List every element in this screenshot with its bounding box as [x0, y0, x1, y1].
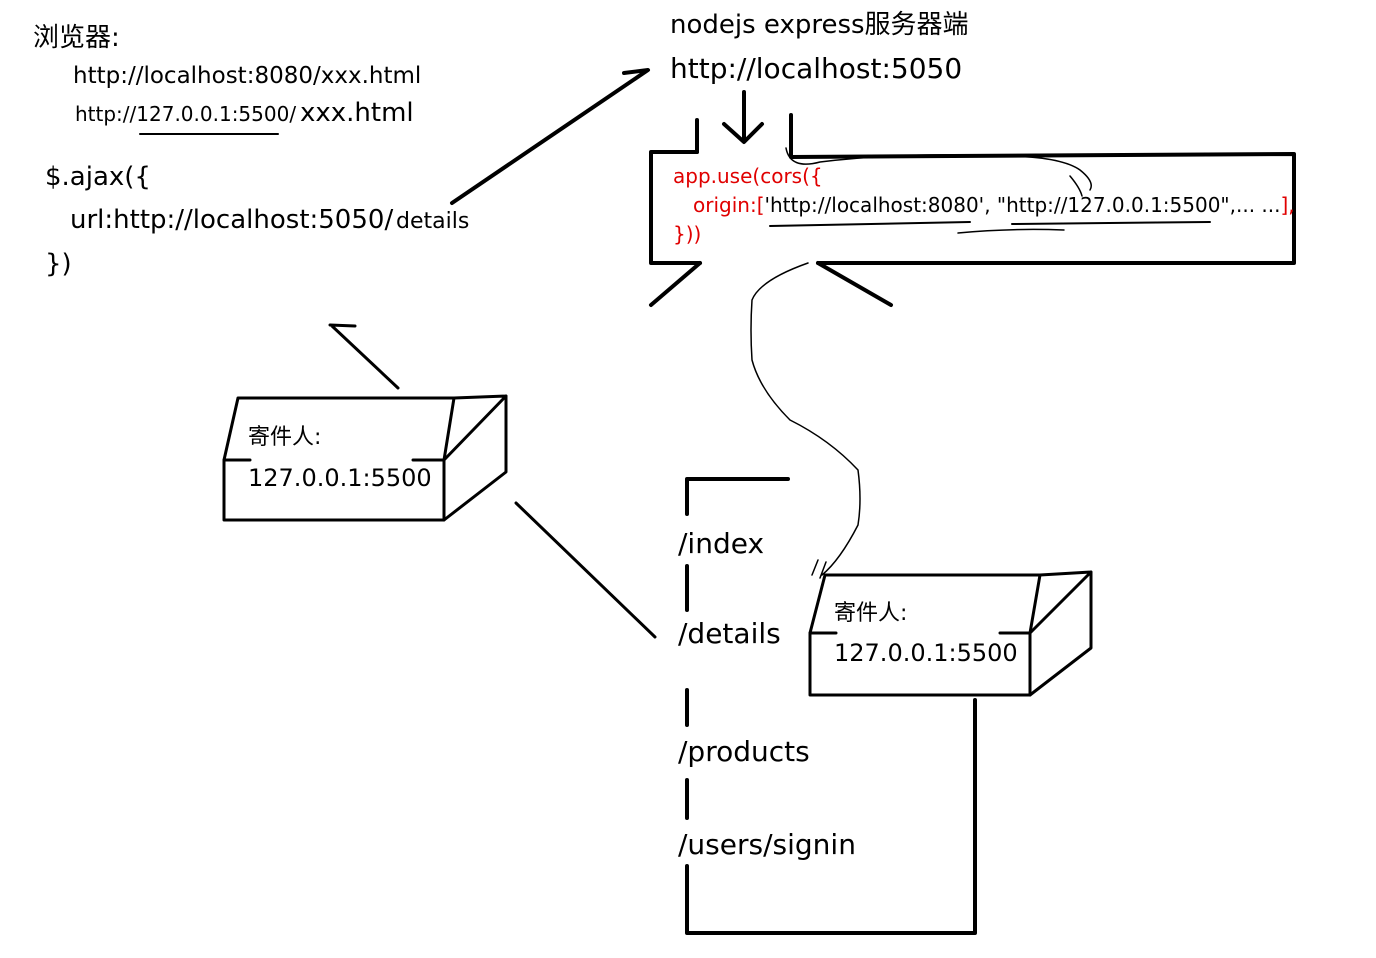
package-1-sender-addr: 127.0.0.1:5500 [248, 464, 432, 492]
origin1-underline [769, 221, 971, 227]
cors-check-curve [785, 147, 1092, 197]
gate-leg-right [816, 261, 893, 307]
server-title: nodejs express服务器端 [670, 10, 969, 40]
package-1-arrow [328, 323, 400, 390]
request-arrow [450, 68, 650, 205]
package-1-link [514, 501, 657, 639]
browser-url-2: http://127.0.0.1:5500/ [75, 102, 296, 126]
route-index: /index [678, 527, 764, 560]
browser-url-1: http://localhost:8080/xxx.html [73, 63, 421, 89]
ajax-url: url:http://localhost:5050/ [70, 205, 393, 235]
package-2-sender-label: 寄件人: [834, 601, 907, 626]
response-squiggle [750, 262, 861, 579]
package-1-top [222, 396, 456, 462]
origin2-underline [1011, 221, 1211, 225]
package-2-top [808, 573, 1042, 635]
server-box-left [649, 150, 702, 265]
server-url: http://localhost:5050 [670, 52, 962, 85]
browser-url-2-file: xxx.html [300, 98, 414, 128]
server-box-right [789, 152, 1296, 265]
scribble-under [957, 228, 1065, 234]
cors-line-2: origin:['http://localhost:8080', "http:/… [693, 193, 1295, 217]
cors-line-3: })) [673, 222, 701, 246]
ajax-open: $.ajax({ [45, 162, 151, 192]
cors-line-1: app.use(cors({ [673, 164, 823, 188]
ajax-url-path: details [396, 209, 469, 234]
package-2-side [1028, 570, 1093, 697]
package-1-side [442, 394, 508, 522]
gate-leg-left [649, 261, 702, 307]
ajax-close: }) [45, 249, 72, 279]
browser-title: 浏览器: [33, 23, 120, 53]
routes-bottom-bracket [685, 698, 977, 935]
down-arrow [722, 90, 764, 144]
package-2-sender-addr: 127.0.0.1:5500 [834, 639, 1018, 667]
route-details: /details [678, 617, 781, 650]
package-2-front [808, 631, 1032, 697]
route-products: /products [678, 735, 810, 768]
routes-top-bracket [685, 477, 790, 516]
package-1-front [222, 458, 446, 522]
package-1-sender-label: 寄件人: [248, 425, 321, 450]
route-users-signin: /users/signin [678, 828, 856, 861]
